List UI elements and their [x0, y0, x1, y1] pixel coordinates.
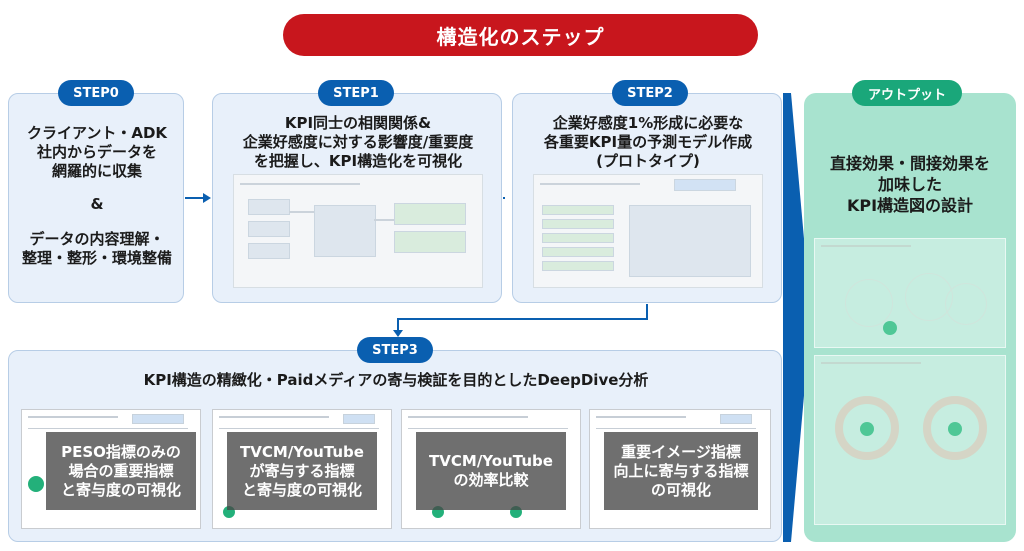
step3-card-2-line3: と寄与度の可視化 [241, 480, 362, 499]
step3-card-4-overlay: 重要イメージ指標 向上に寄与する指標 の可視化 [604, 432, 758, 510]
step3-card-3-line1: TVCM/YouTube [429, 452, 553, 470]
output-box: 直接効果・間接効果を 加味した KPI構造図の設計 [804, 93, 1016, 542]
step0-text: クライアント・ADK 社内からデータを 網羅的に収集 & データの内容理解・ 整… [9, 124, 185, 268]
step0-line2: 社内からデータを [36, 143, 157, 161]
step3-card-3: TVCM/YouTube の効率比較 [401, 409, 581, 529]
step0-line1: クライアント・ADK [26, 124, 168, 142]
step3-card-1-overlay: PESO指標のみの 場合の重要指標 と寄与度の可視化 [46, 432, 196, 510]
step3-card-2: TVCM/YouTube が寄与する指標 と寄与度の可視化 [212, 409, 392, 529]
step0-box: クライアント・ADK 社内からデータを 網羅的に収集 & データの内容理解・ 整… [8, 93, 184, 303]
output-line1: 直接効果・間接効果を [829, 154, 990, 173]
connector-step2-step3-h [397, 318, 648, 320]
step3-card-4-line2: 向上に寄与する指標 [613, 461, 749, 480]
step2-line2: 各重要KPI量の予測モデル作成 [543, 133, 753, 151]
step3-card-1-line3: と寄与度の可視化 [60, 480, 181, 499]
step2-line3: (プロトタイプ) [596, 152, 700, 170]
step2-thumbnail [533, 174, 763, 288]
output-thumbnail-bottom [814, 355, 1006, 525]
step1-line1: KPI同士の相関関係& [284, 114, 432, 132]
step0-badge: STEP0 [58, 80, 134, 106]
step1-line2: 企業好感度に対する影響度/重要度 [242, 133, 474, 151]
step3-card-4-line1: 重要イメージ指標 [621, 442, 741, 461]
step2-text: 企業好感度1%形成に必要な 各重要KPI量の予測モデル作成 (プロトタイプ) [513, 114, 783, 171]
connector-arrowhead [393, 330, 403, 337]
step3-card-4-line3: の可視化 [650, 480, 711, 499]
connector-step2-step3-v [397, 318, 399, 332]
step3-box: KPI構造の精緻化・Paidメディアの寄与検証を目的としたDeepDive分析 … [8, 350, 782, 542]
step1-badge: STEP1 [318, 80, 394, 106]
step1-thumbnail [233, 174, 483, 288]
step1-line3: を把握し、KPI構造化を可視化 [253, 152, 463, 170]
step2-badge: STEP2 [612, 80, 688, 106]
arrow-step0-step1 [185, 197, 205, 199]
step2-box: 企業好感度1%形成に必要な 各重要KPI量の予測モデル作成 (プロトタイプ) [512, 93, 782, 303]
step3-card-3-line2: の効率比較 [453, 471, 529, 489]
step3-card-2-line1: TVCM/YouTube [240, 442, 364, 461]
step3-card-1-line1: PESO指標のみの [61, 442, 181, 461]
output-text: 直接効果・間接効果を 加味した KPI構造図の設計 [804, 153, 1016, 216]
step3-card-2-line2: が寄与する指標 [249, 461, 355, 480]
step0-line4: データの内容理解・ [29, 230, 165, 248]
step3-card-4: 重要イメージ指標 向上に寄与する指標 の可視化 [589, 409, 771, 529]
arrow-step1-step2 [503, 197, 505, 199]
output-line2: 加味した [877, 175, 942, 194]
step0-line5: 整理・整形・環境整備 [21, 249, 172, 267]
output-line3: KPI構造図の設計 [846, 196, 974, 215]
arrowhead-step0-step1 [203, 193, 211, 203]
step2-line1: 企業好感度1%形成に必要な [552, 114, 744, 132]
step1-text: KPI同士の相関関係& 企業好感度に対する影響度/重要度 を把握し、KPI構造化… [213, 114, 503, 171]
step3-heading: KPI構造の精緻化・Paidメディアの寄与検証を目的としたDeepDive分析 [143, 371, 649, 389]
output-thumbnail-top [814, 238, 1006, 348]
step3-card-1: PESO指標のみの 場合の重要指標 と寄与度の可視化 [21, 409, 201, 529]
step3-card-2-overlay: TVCM/YouTube が寄与する指標 と寄与度の可視化 [227, 432, 377, 510]
connector-step2-step3 [646, 304, 648, 320]
step3-badge: STEP3 [357, 337, 433, 363]
step3-card-1-line2: 場合の重要指標 [68, 461, 174, 480]
big-arrow-icon [783, 93, 811, 542]
step0-line3: 網羅的に収集 [51, 162, 142, 180]
step0-amp: & [90, 195, 104, 213]
page-title: 構造化のステップ [283, 14, 758, 56]
output-badge: アウトプット [852, 80, 962, 106]
step3-card-3-overlay: TVCM/YouTube の効率比較 [416, 432, 566, 510]
step1-box: KPI同士の相関関係& 企業好感度に対する影響度/重要度 を把握し、KPI構造化… [212, 93, 502, 303]
